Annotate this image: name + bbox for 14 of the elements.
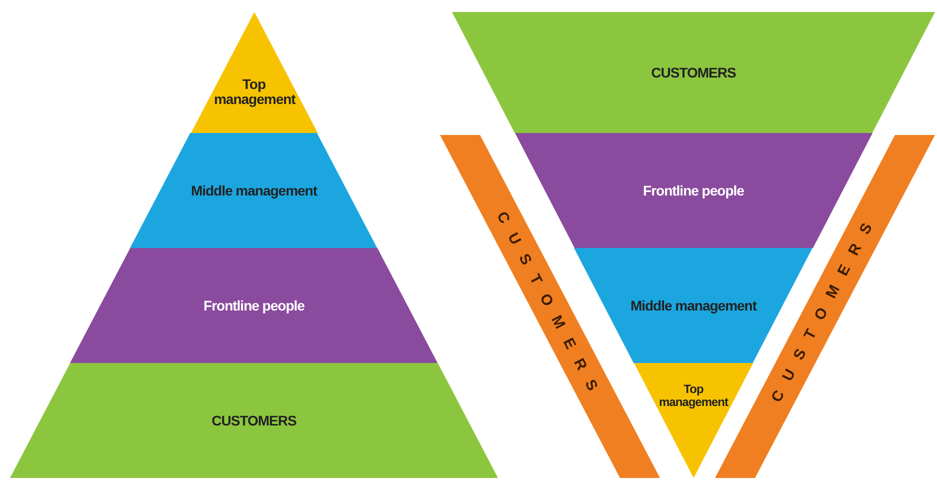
tier-label: Top management bbox=[658, 383, 730, 409]
pyramid-tier bbox=[70, 248, 438, 363]
tier-label: CUSTOMERS bbox=[210, 413, 298, 428]
inverted-pyramid-tier bbox=[452, 12, 935, 133]
pyramid-tier bbox=[130, 133, 378, 248]
inverted-pyramid-tier bbox=[634, 363, 754, 478]
tier-label: Middle management bbox=[190, 183, 318, 198]
pyramid-tier bbox=[190, 12, 318, 133]
tier-label: CUSTOMERS bbox=[650, 65, 737, 80]
tier-label: Frontline people bbox=[642, 183, 745, 198]
pyramid-tier bbox=[10, 363, 498, 478]
tier-label: Top management bbox=[214, 77, 294, 107]
tier-label: Middle management bbox=[629, 298, 758, 313]
tier-label: Frontline people bbox=[202, 298, 306, 313]
